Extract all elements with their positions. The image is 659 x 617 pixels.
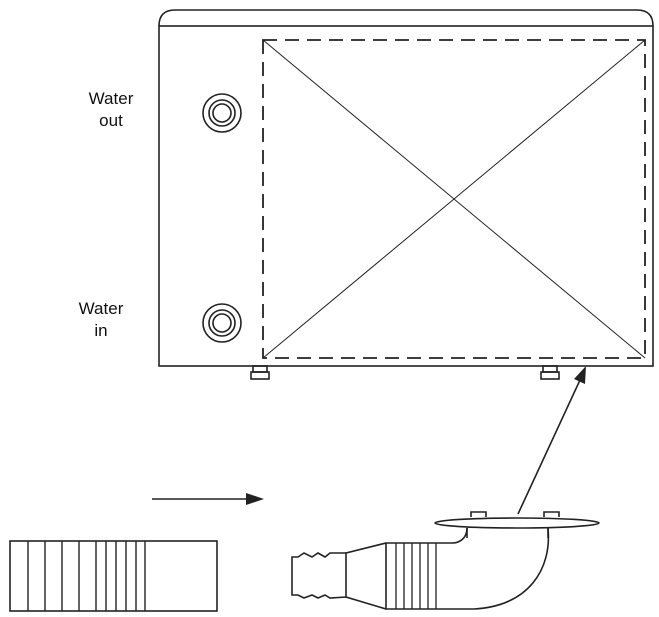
water-out-connector bbox=[202, 93, 242, 133]
arrow-right bbox=[152, 493, 264, 505]
elbow-bend-inner bbox=[451, 527, 468, 544]
heat-pump-unit bbox=[158, 9, 654, 380]
left-foot bbox=[250, 365, 270, 380]
water-in-connector bbox=[202, 303, 242, 343]
water-out-label-line2: out bbox=[99, 111, 123, 130]
hose-body bbox=[9, 540, 218, 612]
water-out-label-line1: Water bbox=[88, 89, 134, 108]
elbow-nozzle bbox=[291, 552, 347, 599]
hose-ribs bbox=[27, 541, 146, 611]
right-foot bbox=[540, 365, 560, 380]
elbow-barrel bbox=[385, 542, 452, 610]
water-in-label-line1: Water bbox=[78, 299, 124, 318]
drain-elbow-connector bbox=[291, 511, 600, 610]
water-in-label: Water in bbox=[62, 298, 140, 342]
unit-top-edge bbox=[158, 9, 654, 27]
elbow-flange bbox=[434, 517, 600, 529]
arrow-to-drain-hole bbox=[517, 366, 586, 515]
fan-cross-line-2 bbox=[262, 39, 646, 359]
water-in-label-line2: in bbox=[94, 321, 108, 340]
fan-area-dashed bbox=[262, 39, 646, 359]
elbow-bend bbox=[436, 527, 550, 610]
drain-hose bbox=[9, 540, 218, 612]
elbow-neck bbox=[466, 528, 549, 538]
unit-body bbox=[158, 25, 654, 367]
elbow-cone bbox=[345, 542, 387, 610]
barrel-ribs bbox=[395, 543, 437, 609]
water-out-label: Water out bbox=[72, 88, 150, 132]
flange-clips bbox=[470, 511, 560, 517]
